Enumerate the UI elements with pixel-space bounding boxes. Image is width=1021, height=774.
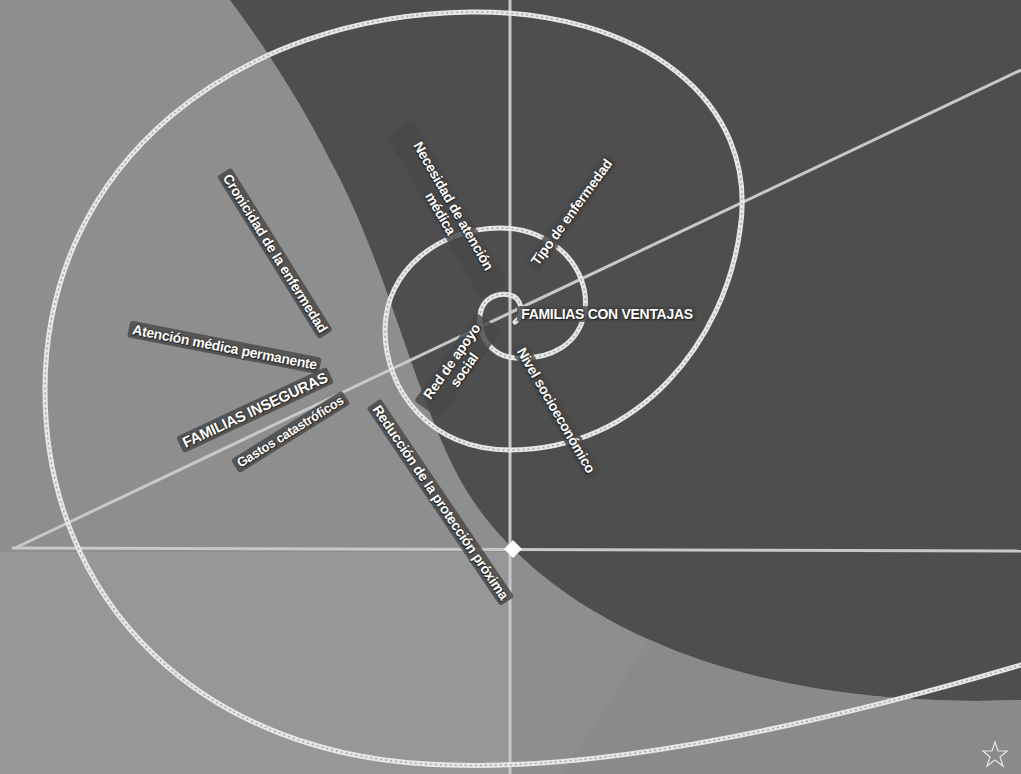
vertical-axis xyxy=(509,0,512,774)
signature-star xyxy=(983,742,1007,766)
golden-spiral xyxy=(45,12,1021,765)
diagonal-axis xyxy=(15,70,1021,548)
center-diamond xyxy=(504,540,522,558)
spiral-label: FAMILIAS CON VENTAJAS xyxy=(517,306,697,323)
lower-left-ground xyxy=(0,552,510,774)
spiral-texture xyxy=(45,12,1021,765)
grid-lines xyxy=(12,0,1021,774)
dark-region xyxy=(230,0,1021,701)
